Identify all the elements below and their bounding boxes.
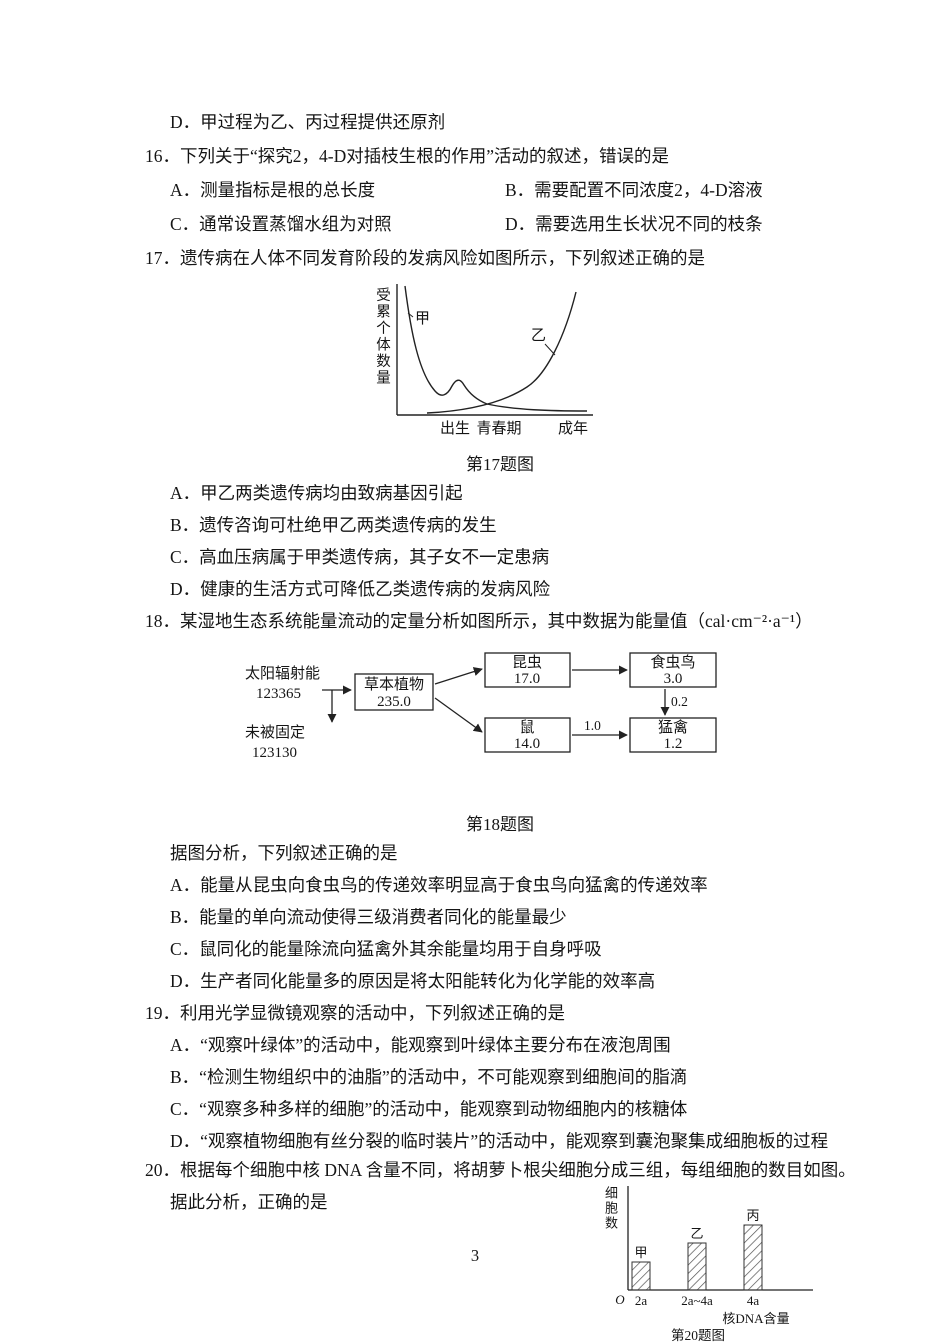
fig20-origin-label: O xyxy=(615,1292,625,1307)
q17-stem: 17．遗传病在人体不同发育阶段的发病风险如图所示，下列叙述正确的是 xyxy=(145,248,705,268)
q16-option-b: B．需要配置不同浓度2，4-D溶液 xyxy=(505,180,763,200)
q19-option-b: B．“检测生物组织中的油脂”的活动中，不可能观察到细胞间的脂滴 xyxy=(170,1067,688,1087)
fig18-bird-label: 食虫鸟 xyxy=(650,654,695,671)
fig18-insect-value: 17.0 xyxy=(514,671,540,687)
q16-option-c: C．通常设置蒸馏水组为对照 xyxy=(170,214,392,234)
fig20-caption: 第20题图 xyxy=(671,1327,725,1343)
q17-option-c: C．高血压病属于甲类遗传病，其子女不一定患病 xyxy=(170,547,550,567)
fig17-tick-adult: 成年 xyxy=(558,420,588,437)
fig20-bar-jia xyxy=(631,1261,651,1291)
q17-option-a: A．甲乙两类遗传病均由致病基因引起 xyxy=(170,483,463,503)
fig18-arrow-producer-mouse xyxy=(434,697,483,733)
fig18-solar-label: 太阳辐射能 xyxy=(245,665,320,682)
fig17-tick-puberty: 青春期 xyxy=(476,420,521,437)
fig18-flow-mouse-raptor: 1.0 xyxy=(584,718,601,733)
q19-option-c: C．“观察多种多样的细胞”的活动中，能观察到动物细胞内的核糖体 xyxy=(170,1099,688,1119)
q18-option-c: C．鼠同化的能量除流向猛禽外其余能量均用于自身呼吸 xyxy=(170,939,602,959)
fig20-tick-2a: 2a xyxy=(635,1293,648,1308)
fig20-bar-yi-label: 乙 xyxy=(690,1226,703,1241)
fig20-y-axis-label: 细胞数 xyxy=(603,1186,618,1231)
fig18-insect-box xyxy=(484,652,571,688)
fig17-curve-yi-label: 乙 xyxy=(531,328,546,344)
fig18-mouse-value: 14.0 xyxy=(514,736,540,752)
fig17-caption: 第17题图 xyxy=(466,455,534,474)
fig20-x-axis-label: 核DNA含量 xyxy=(722,1311,789,1326)
fig18-arrow-producer-insect xyxy=(434,667,483,685)
fig20-bar-bing xyxy=(743,1224,763,1291)
q15-option-d: D．甲过程为乙、丙过程提供还原剂 xyxy=(170,112,446,132)
fig17-tick-birth: 出生 xyxy=(440,420,470,437)
page-number: 3 xyxy=(470,1246,480,1265)
q19-stem: 19．利用光学显微镜观察的活动中，下列叙述正确的是 xyxy=(145,1003,565,1023)
q20-stem-line2: 据此分析，正确的是 xyxy=(170,1192,328,1212)
q18-stem: 18．某湿地生态系统能量流动的定量分析如图所示，其中数据为能量值（cal·cm⁻… xyxy=(145,611,813,631)
fig18-bird-box xyxy=(629,652,717,688)
q17-option-d: D．健康的生活方式可降低乙类遗传病的发病风险 xyxy=(170,579,551,599)
fig18-mouse-box xyxy=(484,717,571,753)
fig18-insect-label: 昆虫 xyxy=(512,654,542,671)
fig18-raptor-box xyxy=(629,717,717,753)
fig18-mouse-label: 鼠 xyxy=(519,719,534,736)
q19-option-d: D．“观察植物细胞有丝分裂的临时装片”的活动中，能观察到囊泡聚集成细胞板的过程 xyxy=(170,1131,829,1151)
fig18-bird-value: 3.0 xyxy=(664,671,683,687)
fig18-caption: 第18题图 xyxy=(466,815,534,834)
q17-option-b: B．遗传咨询可杜绝甲乙两类遗传病的发生 xyxy=(170,515,497,535)
fig20-tick-4a: 4a xyxy=(747,1293,760,1308)
fig17-y-axis-label: 受累个体数量 xyxy=(374,287,390,386)
fig20-bar-yi xyxy=(687,1242,707,1291)
fig18-producer-label: 草本植物 xyxy=(364,676,424,693)
q18-lead: 据图分析，下列叙述正确的是 xyxy=(170,843,398,863)
fig20-bar-jia-label: 甲 xyxy=(634,1245,647,1260)
fig18-unfixed-label: 未被固定 xyxy=(245,724,305,741)
q18-option-a: A．能量从昆虫向食虫鸟的传递效率明显高于食虫鸟向猛禽的传递效率 xyxy=(170,875,708,895)
fig20-bar-bing-label: 丙 xyxy=(746,1208,759,1223)
q16-option-d: D．需要选用生长状况不同的枝条 xyxy=(505,214,763,234)
q16-stem: 16．下列关于“探究2，4-D对插枝生根的作用”活动的叙述，错误的是 xyxy=(145,146,669,166)
fig18-unfixed-value: 123130 xyxy=(252,745,297,761)
fig18-raptor-value: 1.2 xyxy=(664,736,683,752)
fig17-curve-yi-leader xyxy=(544,343,556,356)
fig18-producer-value: 235.0 xyxy=(377,694,411,710)
q16-option-a: A．测量指标是根的总长度 xyxy=(170,180,376,200)
fig18-raptor-label: 猛禽 xyxy=(658,719,688,736)
fig20-tick-2a-4a: 2a~4a xyxy=(681,1293,713,1308)
fig17-curve-yi xyxy=(426,291,577,414)
q18-option-d: D．生产者同化能量多的原因是将太阳能转化为化学能的效率高 xyxy=(170,971,656,991)
q19-option-a: A．“观察叶绿体”的活动中，能观察到叶绿体主要分布在液泡周围 xyxy=(170,1035,671,1055)
fig17-curve-jia-leader xyxy=(407,312,414,318)
fig18-solar-value: 123365 xyxy=(256,686,301,702)
fig17-curve-jia xyxy=(404,285,588,412)
fig20-bar-chart: 甲 乙 丙 O 2a 2a~4a 4a 核DNA含量 第20题图 xyxy=(615,1186,813,1343)
fig18-energy-flow: 太阳辐射能 123365 未被固定 123130 草本植物 235.0 昆虫 1… xyxy=(245,652,717,761)
q18-option-b: B．能量的单向流动使得三级消费者同化的能量最少 xyxy=(170,907,567,927)
q20-stem-line1: 20．根据每个细胞中核 DNA 含量不同，将胡萝卜根尖细胞分成三组，每组细胞的数… xyxy=(145,1160,856,1180)
fig17-risk-chart: 甲 乙 出生 青春期 成年 xyxy=(396,284,593,437)
fig17-curve-jia-label: 甲 xyxy=(415,311,430,327)
fig18-flow-bird-raptor: 0.2 xyxy=(671,694,688,709)
fig18-producer-box xyxy=(354,673,434,711)
